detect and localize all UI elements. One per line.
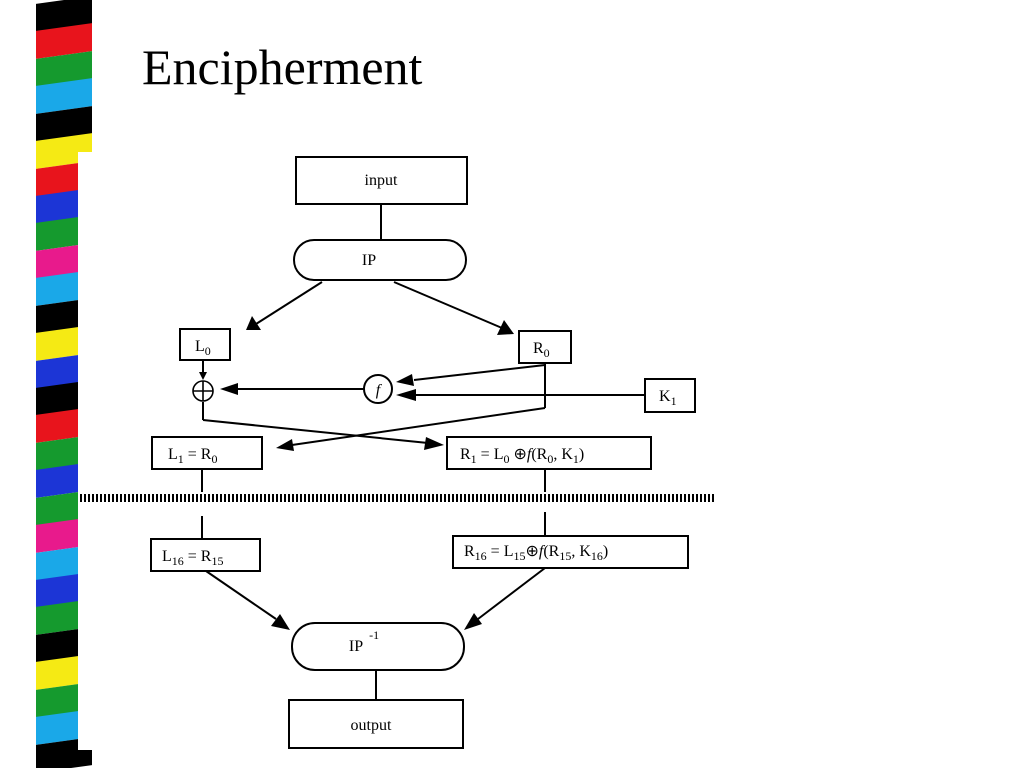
slide-title: Encipherment [142,39,423,95]
r0-to-f-line [413,364,546,381]
diagram-panel: input IP L0 R0 [78,152,718,750]
ip-to-r0-arrow [393,281,503,329]
f-label: f [376,382,383,399]
l16-to-ipinv-line [205,570,277,620]
r16-equation-label: R16 = L15⊕f(R15, K16) [464,543,608,563]
ip-label: IP [362,252,376,269]
ip-to-r0-arrowhead [497,320,514,335]
input-box: input [295,156,468,205]
f-to-xor-arrowhead [220,383,238,395]
r16-to-ipinv-line [477,567,546,620]
ip-to-l0-arrow [255,281,323,325]
l16-equation-label: L16 = R15 [162,548,223,568]
ip-to-l0-arrowhead [246,316,261,330]
f-function-node: f [363,374,393,404]
ip-inverse-box: IP-1 [291,622,465,671]
ip-box: IP [293,239,467,281]
l1-equation-box: L1 = R0 [151,436,263,470]
r0-to-l1-arrowhead [276,439,294,451]
r1-equation-label: R1 = L0 ⊕f(R0, K1) [460,446,584,466]
l0-box: L0 [179,328,231,361]
xor-to-r1-arrowhead [424,437,444,450]
r0-box: R0 [518,330,572,364]
l16-to-ipinv-arrowhead [271,614,290,630]
k1-box: K1 [644,378,696,413]
input-label: input [365,172,398,189]
r16-to-ipinv-arrowhead [464,613,482,630]
output-label: output [351,717,392,734]
k1-label: K1 [659,388,677,408]
r0-to-f-arrowhead [396,374,414,386]
r0-label: R0 [533,340,550,360]
l0-to-xor-arrowhead [199,372,207,380]
l0-label: L0 [195,338,211,358]
xor-node [192,380,214,402]
r16-equation-box: R16 = L15⊕f(R15, K16) [452,535,689,569]
xor-to-r1-line [202,419,429,444]
output-box: output [288,699,464,749]
ip-inverse-label: IP-1 [349,628,379,655]
r0-to-l1-line [291,407,546,446]
l16-equation-box: L16 = R15 [150,538,261,572]
encipherment-flow-diagram: input IP L0 R0 [80,156,714,749]
r1-equation-box: R1 = L0 ⊕f(R0, K1) [446,436,652,470]
l1-equation-label: L1 = R0 [168,446,217,466]
k1-to-f-arrowhead [396,389,416,401]
